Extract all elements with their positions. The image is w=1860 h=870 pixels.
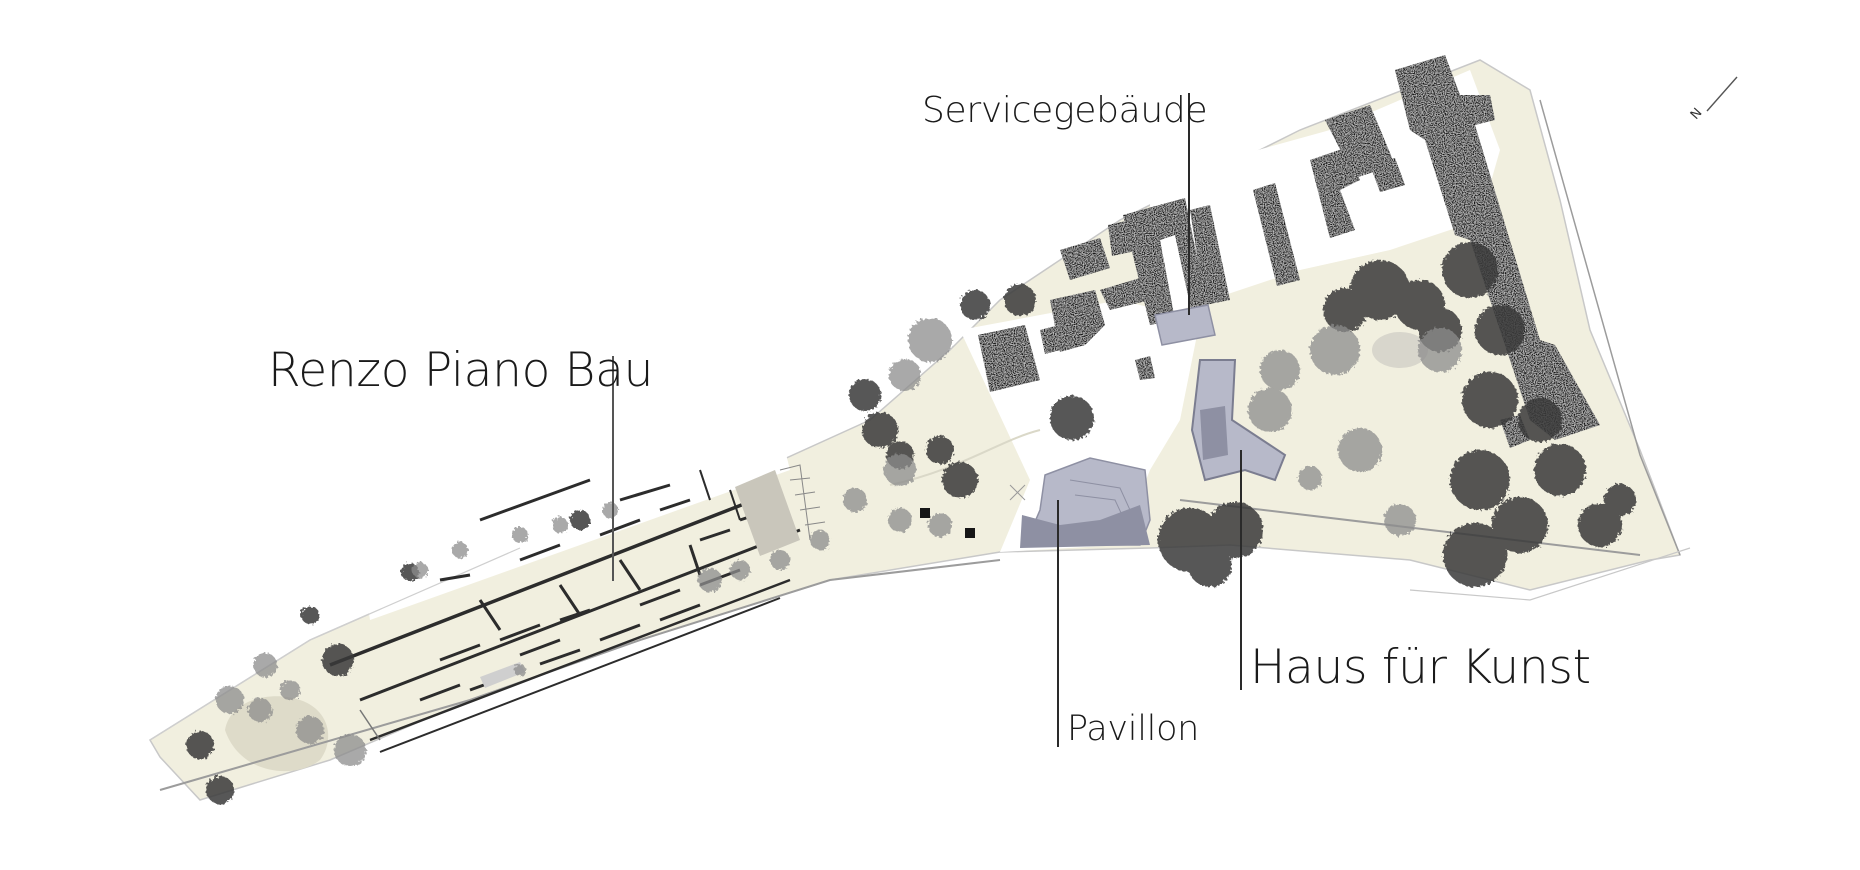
label-pavillon: Pavillon <box>1067 709 1200 749</box>
label-servicegebaeude: Servicegebäude <box>922 90 1208 131</box>
plan-details <box>920 484 1026 538</box>
label-haus-fuer-kunst: Haus für Kunst <box>1250 640 1591 695</box>
svg-text:N: N <box>1688 106 1706 123</box>
north-arrow-icon: N <box>1688 76 1738 123</box>
leader-line-haus-fuer-kunst <box>1240 450 1242 690</box>
service-building-annex <box>1154 304 1216 346</box>
trees <box>186 242 1636 804</box>
leader-line-renzo-piano <box>612 356 614 581</box>
stair-block <box>480 464 826 688</box>
leader-line-pavillon <box>1057 500 1059 747</box>
existing-buildings <box>978 55 1600 448</box>
new-buildings <box>1020 304 1287 548</box>
label-renzo-piano-bau: Renzo Piano Bau <box>268 343 654 398</box>
renzo-piano-building <box>329 469 801 753</box>
leader-line-servicegebaeude <box>1188 93 1190 315</box>
